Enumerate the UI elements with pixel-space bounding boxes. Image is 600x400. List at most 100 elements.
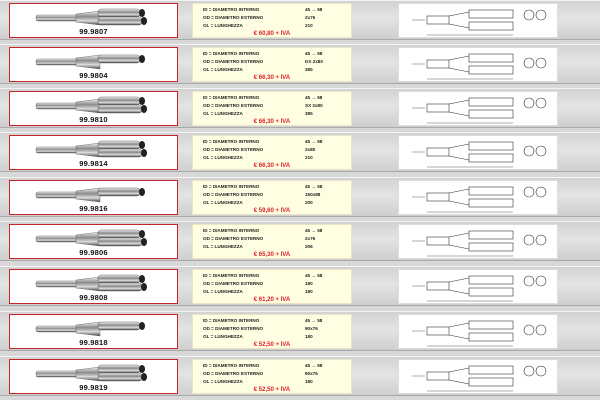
outer-diameter-label: OD = DIAMETRO ESTERNO — [203, 281, 264, 286]
inner-diameter-value: 45 → 58 — [305, 228, 323, 233]
technical-drawing[interactable] — [398, 3, 558, 38]
inner-diameter-value: 45 → 58 — [305, 363, 323, 368]
outer-diameter-label: OD = DIAMETRO ESTERNO — [203, 59, 264, 64]
length-value: 385 — [305, 111, 313, 116]
inner-diameter-value: 45 → 58 — [305, 273, 323, 278]
length-label: OL = LUNGHEZZA — [203, 334, 243, 339]
dimension-diagram — [412, 141, 547, 168]
exhaust-tip-image — [35, 229, 147, 247]
price-label: € 52,50 + IVA — [253, 387, 291, 393]
price-label: € 66,30 + IVA — [253, 119, 291, 125]
inner-diameter-line: ID = DIAMETRO INTERNO 45 → 58 — [203, 273, 343, 280]
dimension-diagram — [412, 320, 547, 347]
outer-diameter-label: OD = DIAMETRO ESTERNO — [203, 147, 264, 152]
product-photo[interactable]: 99.9808 — [9, 269, 178, 304]
length-value: 206 — [305, 244, 313, 249]
outer-diameter-label: OD = DIAMETRO ESTERNO — [203, 236, 264, 241]
length-label: OL = LUNGHEZZA — [203, 244, 243, 249]
technical-drawing[interactable] — [398, 91, 558, 126]
product-photo[interactable]: 99.9810 — [9, 91, 178, 126]
price-label: € 59,60 + IVA — [253, 208, 291, 214]
technical-drawing[interactable] — [398, 224, 558, 259]
outer-diameter-value: 2x80 — [305, 147, 316, 152]
product-photo[interactable]: 99.9816 — [9, 180, 178, 215]
exhaust-tip-image — [35, 187, 145, 203]
inner-diameter-value: 45 → 58 — [305, 139, 323, 144]
outer-diameter-label: OD = DIAMETRO ESTERNO — [203, 326, 264, 331]
inner-diameter-label: ID = DIAMETRO INTERNO — [203, 7, 260, 12]
inner-diameter-label: ID = DIAMETRO INTERNO — [203, 363, 260, 368]
dimension-diagram — [412, 97, 547, 124]
technical-drawing[interactable] — [398, 269, 558, 304]
price-label: € 61,20 + IVA — [253, 297, 291, 303]
length-label: OL = LUNGHEZZA — [203, 23, 243, 28]
product-code: 99.9804 — [79, 71, 108, 80]
spec-panel: ID = DIAMETRO INTERNO 45 → 58 OD = DIAMETR… — [192, 269, 352, 304]
length-label: OL = LUNGHEZZA — [203, 379, 243, 384]
outer-diameter-line: OD = DIAMETRO ESTERNO 90x76 — [203, 326, 343, 333]
product-photo[interactable]: 99.9804 — [9, 47, 178, 82]
outer-diameter-value: 90x76 — [305, 371, 318, 376]
outer-diameter-label: OD = DIAMETRO ESTERNO — [203, 192, 264, 197]
product-photo[interactable]: 99.9806 — [9, 224, 178, 259]
length-value: 385 — [305, 67, 313, 72]
inner-diameter-label: ID = DIAMETRO INTERNO — [203, 184, 260, 189]
inner-diameter-line: ID = DIAMETRO INTERNO 45 → 58 — [203, 363, 343, 370]
product-photo[interactable]: 99.9814 — [9, 135, 178, 170]
exhaust-tip-image — [35, 96, 147, 114]
outer-diameter-value: SX 2x80 — [305, 103, 323, 108]
technical-drawing[interactable] — [398, 180, 558, 215]
technical-drawing[interactable] — [398, 47, 558, 82]
inner-diameter-label: ID = DIAMETRO INTERNO — [203, 273, 260, 278]
exhaust-tip-image — [35, 274, 147, 292]
product-photo[interactable]: 99.9807 — [9, 3, 178, 38]
product-code: 99.9819 — [79, 383, 108, 392]
inner-diameter-label: ID = DIAMETRO INTERNO — [203, 318, 260, 323]
length-line: OL = LUNGHEZZA 206 — [203, 244, 343, 251]
product-photo[interactable]: 99.9819 — [9, 359, 178, 394]
inner-diameter-label: ID = DIAMETRO INTERNO — [203, 51, 260, 56]
technical-drawing[interactable] — [398, 314, 558, 349]
outer-diameter-line: OD = DIAMETRO ESTERNO 2x76 — [203, 236, 343, 243]
spec-panel: ID = DIAMETRO INTERNO 45 → 58 OD = DIAMETR… — [192, 359, 352, 394]
technical-drawing[interactable] — [398, 359, 558, 394]
outer-diameter-label: OD = DIAMETRO ESTERNO — [203, 15, 264, 20]
exhaust-tip-image — [35, 54, 145, 70]
outer-diameter-line: OD = DIAMETRO ESTERNO 2x80 — [203, 147, 343, 154]
outer-diameter-value: 2x76 — [305, 236, 316, 241]
outer-diameter-label: OD = DIAMETRO ESTERNO — [203, 103, 264, 108]
outer-diameter-value: 90x76 — [305, 326, 318, 331]
exhaust-tip-image — [35, 8, 147, 26]
length-label: OL = LUNGHEZZA — [203, 155, 243, 160]
technical-drawing[interactable] — [398, 135, 558, 170]
product-photo[interactable]: 99.9818 — [9, 314, 178, 349]
length-label: OL = LUNGHEZZA — [203, 289, 243, 294]
dimension-diagram — [412, 365, 547, 392]
outer-diameter-label: OD = DIAMETRO ESTERNO — [203, 371, 264, 376]
inner-diameter-value: 45 → 58 — [305, 95, 323, 100]
price-label: € 66,30 + IVA — [253, 163, 291, 169]
